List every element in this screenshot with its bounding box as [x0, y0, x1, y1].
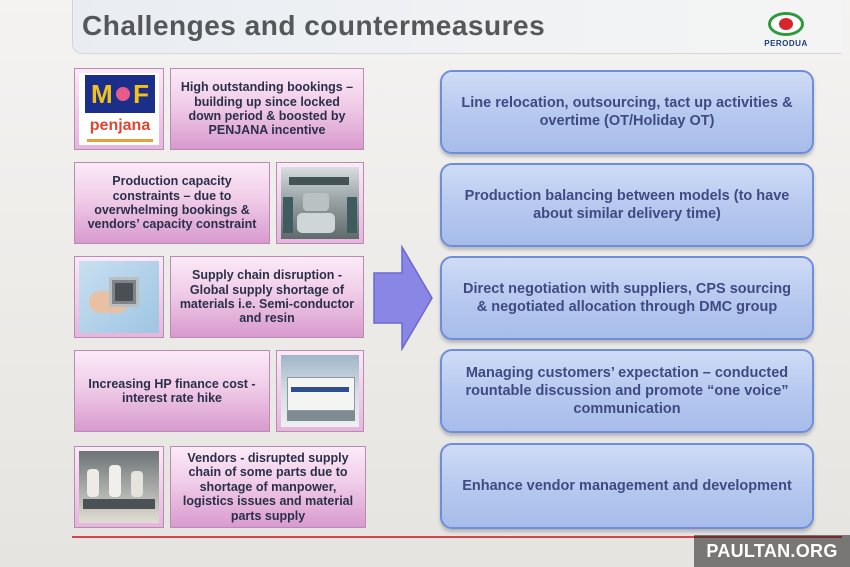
countermeasure-box-1: Line relocation, outsourcing, tact up ac…: [440, 70, 814, 154]
footer-divider: [72, 536, 842, 538]
perodua-logo-icon: [768, 12, 804, 36]
semiconductor-chip-image: [74, 256, 164, 338]
bank-building-image: [276, 350, 364, 432]
countermeasure-box-4: Managing customers’ expectation – conduc…: [440, 349, 814, 433]
penjana-wordmark: penjana: [89, 117, 151, 134]
countermeasure-box-5: Enhance vendor management and developmen…: [440, 443, 814, 529]
mof-penjana-image: M F penjana: [74, 68, 164, 150]
factory-workers-image: [74, 446, 164, 528]
challenge-card-3: Supply chain disruption - Global supply …: [170, 256, 364, 338]
challenge-card-4: Increasing HP finance cost - interest ra…: [74, 350, 270, 432]
watermark: PAULTAN.ORG: [694, 535, 850, 567]
mof-letter-m: M: [91, 78, 113, 109]
production-line-image: [276, 162, 364, 244]
logo-text: PERODUA: [764, 39, 808, 48]
countermeasure-box-2: Production balancing between models (to …: [440, 163, 814, 247]
challenge-card-2: Production capacity constraints – due to…: [74, 162, 270, 244]
perodua-logo: PERODUA: [756, 12, 816, 52]
challenge-card-1: High outstanding bookings – building up …: [170, 68, 364, 150]
right-arrow-icon: [373, 245, 433, 351]
countermeasure-box-3: Direct negotiation with suppliers, CPS s…: [440, 256, 814, 340]
globe-icon: [115, 87, 130, 101]
mof-letter-f: F: [133, 78, 149, 109]
title-bar: [72, 0, 842, 54]
slide-title: Challenges and countermeasures: [82, 10, 546, 41]
challenge-card-5: Vendors - disrupted supply chain of some…: [170, 446, 366, 528]
